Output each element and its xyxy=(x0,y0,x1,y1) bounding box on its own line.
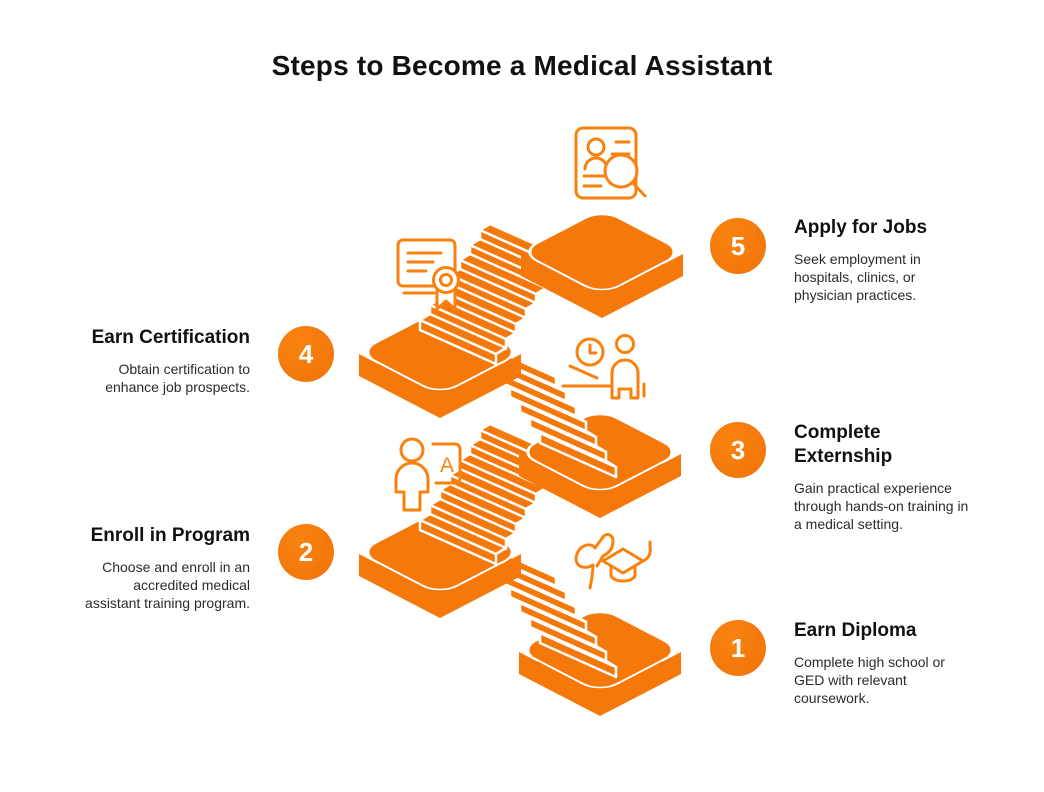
step-2-number-badge: 2 xyxy=(278,524,334,580)
step-title: Enroll in Program xyxy=(90,525,250,546)
step-title: Complete Externship xyxy=(794,422,893,467)
step-description: Seek employment in hospitals, clinics, o… xyxy=(794,250,921,304)
step-description: Obtain certification to enhance job pros… xyxy=(105,360,250,395)
training-board-icon: A xyxy=(394,437,462,512)
job-search-icon xyxy=(574,126,647,200)
staircase-structure xyxy=(359,213,683,716)
step-description: Complete high school or GED with relevan… xyxy=(794,653,945,707)
step-description: Gain practical experience through hands-… xyxy=(794,479,969,532)
step-description: Choose and enroll in an accredited medic… xyxy=(85,558,250,612)
step-2-block: Enroll in Program Choose and enroll in a… xyxy=(85,524,250,612)
step-title: Earn Certification xyxy=(91,327,250,348)
step-4-block: Earn Certification Obtain certification … xyxy=(80,326,250,396)
step-3-block: Complete Externship Gain practical exper… xyxy=(794,421,972,533)
step-1-number-badge: 1 xyxy=(710,620,766,676)
graduation-cap-icon xyxy=(574,532,652,590)
step-number: 5 xyxy=(730,230,746,261)
step-5-number-badge: 5 xyxy=(710,218,766,274)
step-4-number-badge: 4 xyxy=(278,326,334,382)
step-number: 1 xyxy=(730,632,746,663)
step-number: 2 xyxy=(298,536,314,567)
patient-care-icon xyxy=(561,334,646,400)
certificate-icon xyxy=(396,238,460,311)
step-number: 4 xyxy=(298,338,314,369)
step-title: Apply for Jobs xyxy=(794,217,928,238)
page-title: Steps to Become a Medical Assistant xyxy=(271,50,773,81)
platform xyxy=(521,213,683,318)
step-5-block: Apply for Jobs Seek employment in hospit… xyxy=(794,216,972,304)
step-number: 3 xyxy=(730,434,746,465)
step-1-block: Earn Diploma Complete high school or GED… xyxy=(794,619,972,707)
staircase xyxy=(418,222,568,366)
board-letter: A xyxy=(440,454,454,477)
staircase xyxy=(468,335,618,479)
step-3-number-badge: 3 xyxy=(710,422,766,478)
step-title: Earn Diploma xyxy=(794,620,917,641)
